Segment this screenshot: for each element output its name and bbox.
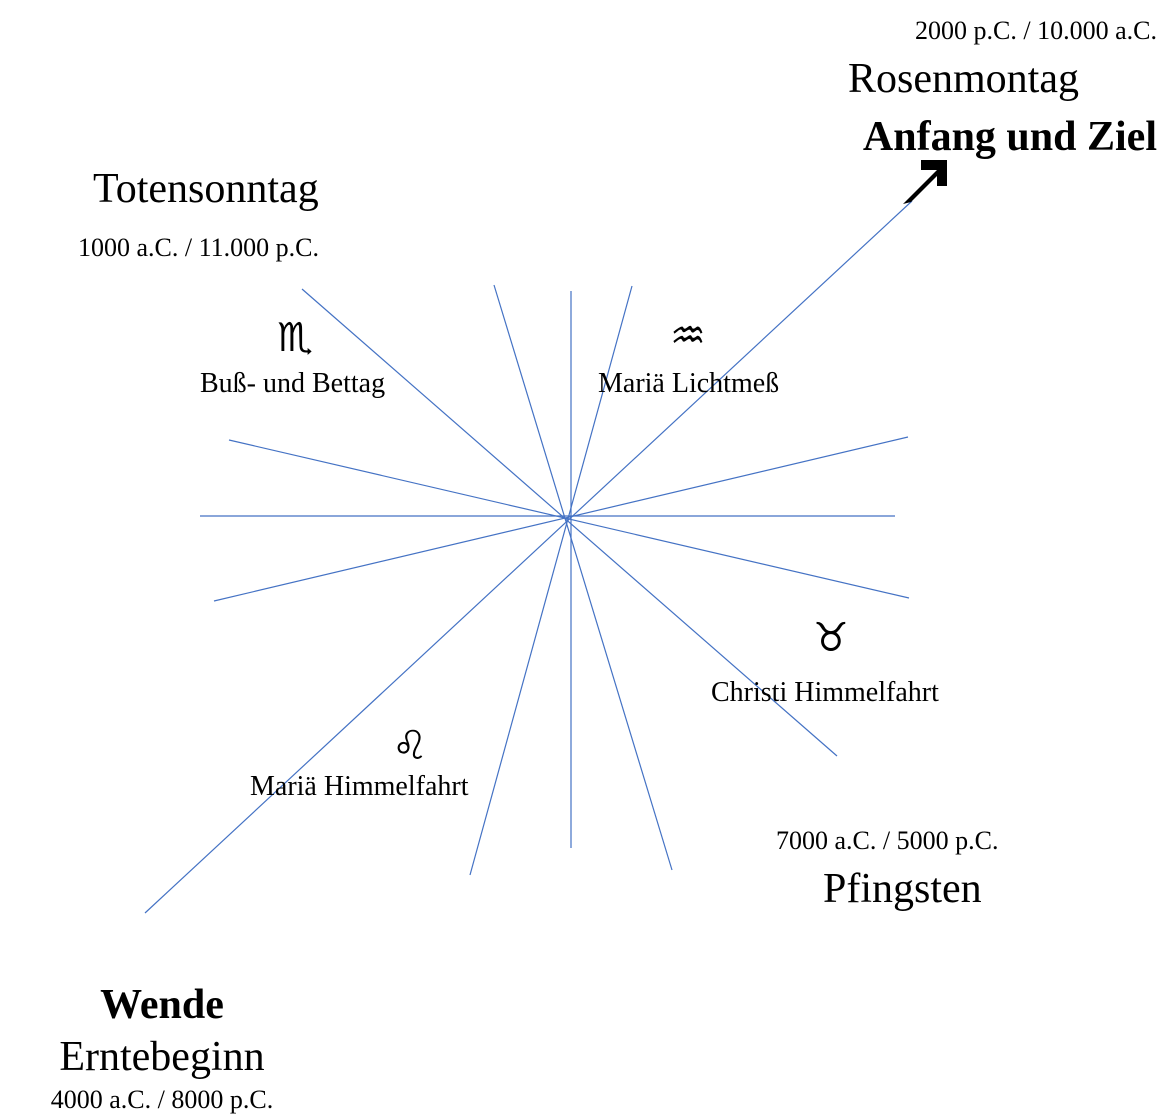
scorpio-label: Buß- und Bettag bbox=[200, 368, 386, 399]
taurus-icon: ♉ bbox=[813, 615, 849, 661]
ray-diagonal-main bbox=[144, 200, 913, 914]
top-right-name: Rosenmontag bbox=[848, 56, 1079, 102]
ray-steep-b bbox=[469, 285, 633, 876]
bottom-right-name: Pfingsten bbox=[823, 866, 982, 912]
leo-icon: ♌ bbox=[392, 723, 428, 769]
aquarius-icon: ♒ bbox=[670, 313, 706, 359]
bottom-left-name: Erntebeginn bbox=[59, 1034, 265, 1080]
taurus-label: Christi Himmelfahrt bbox=[711, 677, 939, 708]
arrow-up-right-icon bbox=[903, 160, 947, 204]
ray-shallow-a bbox=[228, 439, 910, 599]
aquarius-label: Mariä Lichtmeß bbox=[598, 368, 780, 399]
bottom-left-title: Wende bbox=[100, 982, 224, 1028]
bottom-left-dates: 4000 a.C. / 8000 p.C. bbox=[50, 1085, 274, 1114]
top-right-dates: 2000 p.C. / 10.000 a.C. bbox=[915, 16, 1157, 45]
ray-steep-a bbox=[493, 284, 673, 871]
top-right-title: Anfang und Ziel bbox=[862, 114, 1157, 160]
ray-diagonal-secondary bbox=[301, 288, 838, 757]
top-left-dates: 1000 a.C. / 11.000 p.C. bbox=[78, 233, 319, 262]
top-left-name: Totensonntag bbox=[93, 166, 319, 212]
bottom-right-dates: 7000 a.C. / 5000 p.C. bbox=[776, 826, 999, 855]
scorpio-icon: ♏ bbox=[277, 315, 313, 361]
ray-shallow-b bbox=[213, 436, 909, 602]
leo-label: Mariä Himmelfahrt bbox=[250, 771, 469, 802]
